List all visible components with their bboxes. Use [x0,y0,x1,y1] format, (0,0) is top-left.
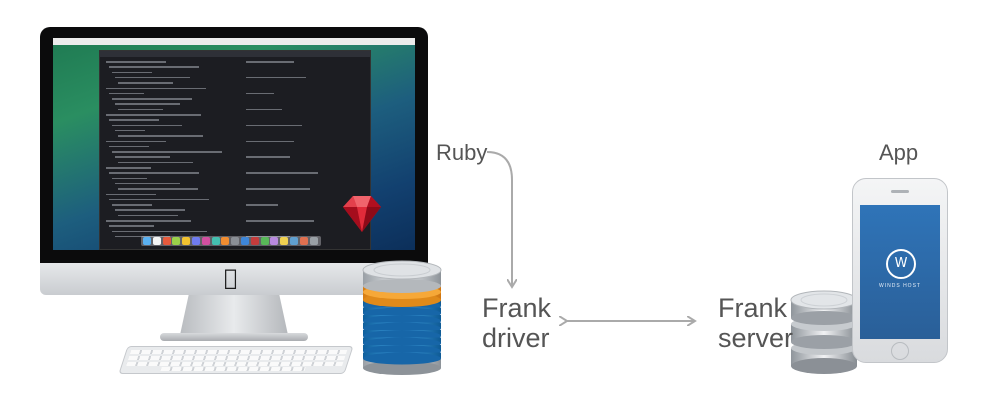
terminal-text-line [115,182,180,185]
terminal-text-line [246,156,290,158]
imac-stand-base [160,333,308,341]
terminal-text-line [118,82,173,84]
mac-menubar [53,38,415,45]
terminal-text-line [246,220,314,222]
ruby-label: Ruby [436,140,488,165]
dock-app-icon [231,237,240,245]
terminal-text-line [112,98,192,100]
ruby-to-driver-arrow [486,151,512,286]
dock-app-icon [201,237,210,245]
terminal-text-line [246,140,294,143]
terminal-text-line [118,161,193,164]
terminal-text-line [109,198,209,201]
terminal-text-line [246,108,282,111]
terminal-text-line [106,140,166,143]
terminal-text-line [246,204,278,206]
terminal-text-line [115,76,190,79]
app-brand-text: WINDS HOST [879,283,921,289]
dock-app-icon [143,237,151,245]
phone-speaker [891,190,909,193]
imac-screen [53,38,415,250]
terminal-text-line [246,235,290,238]
terminal-text-line [109,119,159,121]
terminal-text-line [118,108,163,111]
dock-app-icon [211,237,220,245]
terminal-text-line [246,92,274,95]
ruby-gem-icon [343,196,381,232]
terminal-text-line [246,172,318,174]
app-logo-icon: W [886,249,916,279]
phone-home-button [891,342,909,360]
database-stack-colored-icon [362,260,442,375]
dock-app-icon [172,237,181,245]
terminal-text-line [112,177,147,180]
dock-app-icon [260,237,269,245]
frank-server-label: Frank server [718,293,793,353]
frank-server-line2: server [718,323,794,353]
terminal-text-line [106,167,151,169]
terminal-text-line [109,92,144,95]
terminal-text-line [106,87,206,90]
terminal-text-line [106,114,201,116]
terminal-text-line [112,71,152,74]
database-stack-silver-icon [790,290,858,374]
apple-logo-icon:  [224,266,237,291]
terminal-text-line [106,61,166,63]
terminal-text-line [246,76,306,79]
mac-dock [141,236,321,246]
terminal-text-line [118,214,178,217]
terminal-text-line [246,188,310,190]
dock-app-icon [221,237,230,245]
terminal-text-line [106,193,156,196]
frank-driver-line2: driver [482,323,550,353]
terminal-text-line [112,151,222,153]
dock-app-icon [299,237,308,245]
terminal-text-line [112,204,152,206]
terminal-text-line [246,124,302,127]
terminal-text-line [246,61,294,63]
terminal-text-line [115,235,170,238]
database-disc-edge [363,352,441,365]
terminal-text-line [109,225,154,227]
dock-app-icon [152,237,161,245]
terminal-text-line [109,172,199,174]
dock-app-icon [290,237,298,245]
terminal-text-line [118,135,203,137]
frank-driver-line1: Frank [482,293,552,323]
terminal-text-line [115,156,170,158]
dock-app-icon [192,237,200,245]
dock-app-icon [280,237,289,245]
dock-app-icon [162,237,171,245]
terminal-text-line [112,124,182,127]
dock-app-icon [241,237,249,245]
terminal-text-line [118,188,198,190]
terminal-text-line [109,145,149,148]
terminal-text-line [109,66,199,68]
terminal-window [99,50,371,250]
phone-screen: W WINDS HOST [860,205,940,339]
terminal-text-line [115,209,185,211]
dock-app-icon [182,237,191,245]
terminal-text-line [106,220,191,222]
dock-app-icon [250,237,259,245]
terminal-titlebar [100,51,370,57]
terminal-text-line [115,103,180,105]
terminal-text-line [112,230,207,233]
dock-app-icon [309,237,318,245]
app-label: App [879,140,919,165]
imac-stand [180,295,288,335]
frank-server-line1: Frank [718,293,788,323]
terminal-text-line [115,129,145,132]
dock-app-icon [270,237,279,245]
frank-driver-label: Frank driver [482,293,551,353]
iphone-icon: W WINDS HOST [852,178,948,363]
